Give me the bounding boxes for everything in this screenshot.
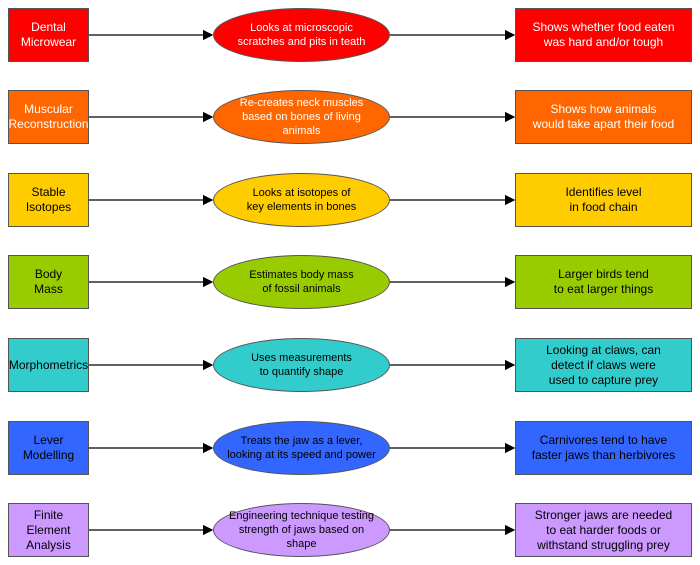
finding-box: Identifies level in food chain — [515, 173, 692, 227]
technique-box: Finite Element Analysis — [8, 503, 89, 557]
arrow-connectors — [89, 524, 516, 536]
diagram-row: Stable Isotopes Looks at isotopes of key … — [0, 173, 700, 229]
diagram-row: Body Mass Estimates body mass of fossil a… — [0, 255, 700, 311]
method-oval: Engineering technique testing strength o… — [213, 503, 390, 557]
technique-box: Dental Microwear — [8, 8, 89, 62]
method-oval: Looks at microscopic scratches and pits … — [213, 8, 390, 62]
arrow-connectors — [89, 29, 516, 41]
arrow-connectors — [89, 111, 516, 123]
technique-box: Morphometrics — [8, 338, 89, 392]
finding-box: Stronger jaws are needed to eat harder f… — [515, 503, 692, 557]
method-oval: Re-creates neck muscles based on bones o… — [213, 90, 390, 144]
technique-box: Lever Modelling — [8, 421, 89, 475]
diagram-row: Lever Modelling Treats the jaw as a lever… — [0, 421, 700, 477]
finding-box: Looking at claws, can detect if claws we… — [515, 338, 692, 392]
arrow-connectors — [89, 276, 516, 288]
method-oval: Treats the jaw as a lever, looking at it… — [213, 421, 390, 475]
arrow-connectors — [89, 359, 516, 371]
finding-box: Shows how animals would take apart their… — [515, 90, 692, 144]
finding-box: Carnivores tend to have faster jaws than… — [515, 421, 692, 475]
technique-box: Stable Isotopes — [8, 173, 89, 227]
method-oval: Looks at isotopes of key elements in bon… — [213, 173, 390, 227]
method-oval: Uses measurements to quantify shape — [213, 338, 390, 392]
finding-box: Larger birds tend to eat larger things — [515, 255, 692, 309]
finding-box: Shows whether food eaten was hard and/or… — [515, 8, 692, 62]
method-oval: Estimates body mass of fossil animals — [213, 255, 390, 309]
technique-box: Body Mass — [8, 255, 89, 309]
arrow-connectors — [89, 194, 516, 206]
diagram-row: Finite Element Analysis Engineering techn… — [0, 503, 700, 559]
diagram-row: Morphometrics Uses measurements to quanti… — [0, 338, 700, 394]
diagram-row: Muscular Reconstruction Re-creates neck m… — [0, 90, 700, 146]
diagram-row: Dental Microwear Looks at microscopic scr… — [0, 8, 700, 64]
technique-box: Muscular Reconstruction — [8, 90, 89, 144]
arrow-connectors — [89, 442, 516, 454]
